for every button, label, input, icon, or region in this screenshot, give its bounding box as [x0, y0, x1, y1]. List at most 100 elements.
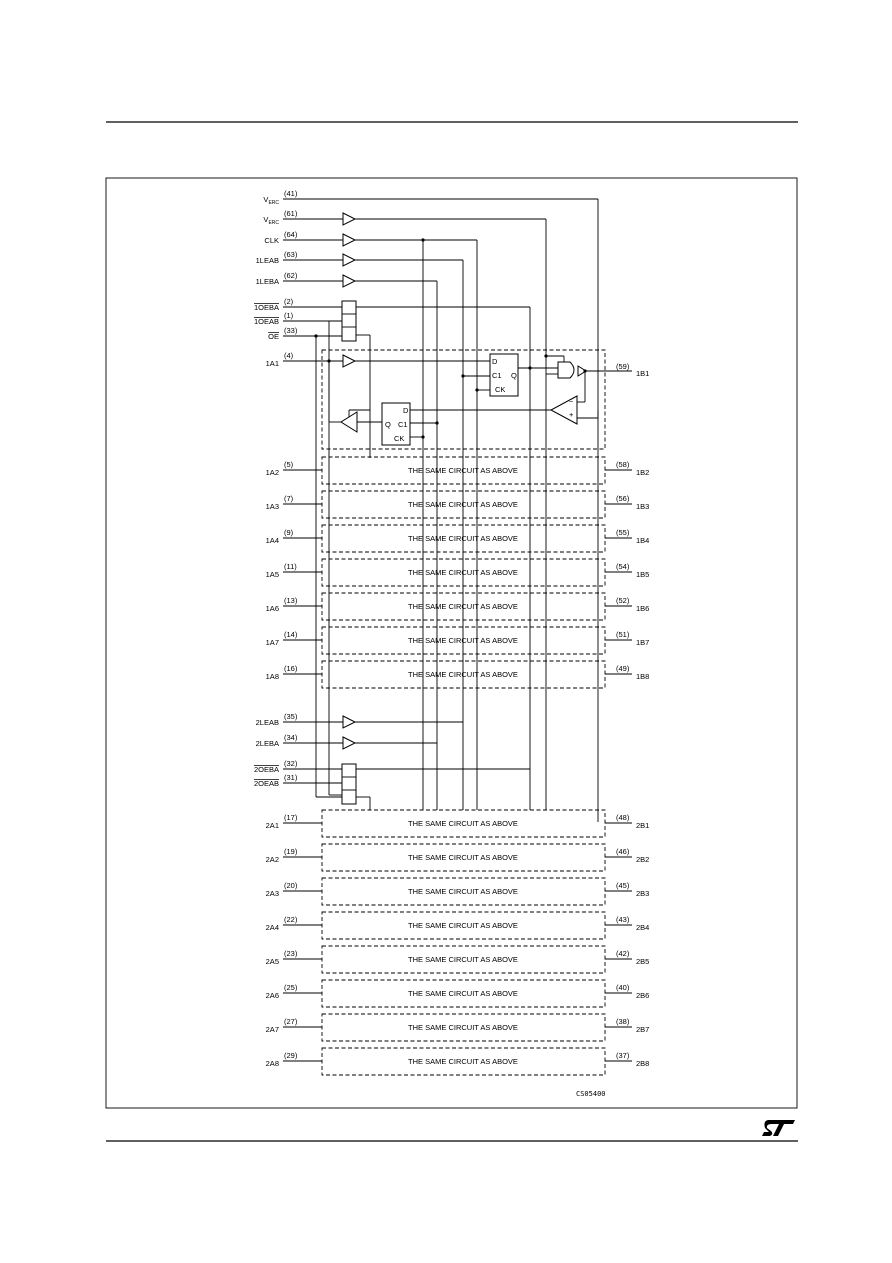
control-pin: (64)	[284, 230, 298, 239]
figure-code: CS05400	[576, 1090, 606, 1098]
same-circuit-text: THE SAME CIRCUIT AS ABOVE	[408, 989, 518, 998]
b-port-label: 1B6	[636, 604, 649, 613]
junction-dot	[528, 366, 532, 370]
latch-pin-q: Q	[511, 371, 517, 380]
junction-dot	[461, 374, 465, 378]
repeated-circuit-box	[321, 558, 606, 587]
buffer-plus: +	[569, 410, 574, 419]
repeated-circuit-box	[321, 1013, 606, 1042]
b-port-pin: (38)	[616, 1017, 630, 1026]
a-input-buffer	[342, 354, 357, 368]
control-pin: (31)	[284, 773, 298, 782]
b-port-pin: (40)	[616, 983, 630, 992]
control-label: VERC	[263, 215, 279, 226]
same-circuit-text: THE SAME CIRCUIT AS ABOVE	[408, 1023, 518, 1032]
b-port-label: 1B7	[636, 638, 649, 647]
control-label: CLK	[264, 236, 279, 245]
repeated-circuit-box	[321, 809, 606, 838]
latch-pin-q: Q	[385, 420, 391, 429]
same-circuit-text: THE SAME CIRCUIT AS ABOVE	[408, 500, 518, 509]
junction-dot	[327, 359, 331, 363]
latch-pin-ck: CK	[495, 385, 505, 394]
b-port-pin: (52)	[616, 596, 630, 605]
oe-logic-block	[341, 300, 357, 342]
control-buffer	[342, 212, 357, 226]
junction-dot	[544, 354, 548, 358]
b-input-buffer	[549, 395, 578, 425]
same-circuit-text: THE SAME CIRCUIT AS ABOVE	[408, 636, 518, 645]
output-mux-gate	[557, 361, 575, 379]
b-port-pin: (45)	[616, 881, 630, 890]
figure-frame	[105, 177, 798, 1109]
main-circuit-box	[321, 349, 606, 450]
control-label: 2LEAB	[256, 718, 279, 727]
a-port-label: 2A6	[266, 991, 279, 1000]
junction-dot	[421, 435, 425, 439]
latch-pin-d: D	[403, 406, 409, 415]
control-buffer	[342, 715, 357, 729]
control-buffer	[342, 274, 357, 288]
b-port-label: 1B8	[636, 672, 649, 681]
control-pin: (35)	[284, 712, 298, 721]
a-port-pin: (23)	[284, 949, 298, 958]
control-label: 1OEBA	[254, 303, 279, 312]
a-port-pin: (5)	[284, 460, 294, 469]
a-port-label: 2A5	[266, 957, 279, 966]
repeated-circuit-box	[321, 626, 606, 655]
same-circuit-text: THE SAME CIRCUIT AS ABOVE	[408, 921, 518, 930]
same-circuit-text: THE SAME CIRCUIT AS ABOVE	[408, 853, 518, 862]
b-port-label: 2B2	[636, 855, 649, 864]
same-circuit-text: THE SAME CIRCUIT AS ABOVE	[408, 466, 518, 475]
a-port-label: 1A5	[266, 570, 279, 579]
a-port-label: 2A8	[266, 1059, 279, 1068]
control-buffer	[342, 736, 357, 750]
a-port-pin: (11)	[284, 562, 297, 571]
b-port-pin: (54)	[616, 562, 630, 571]
b-port-label: 2B7	[636, 1025, 649, 1034]
junction-dot	[475, 388, 479, 392]
a-port-label: 2A2	[266, 855, 279, 864]
a-port-pin: (19)	[284, 847, 298, 856]
a-port-pin: (4)	[284, 351, 294, 360]
b-port-label: 1B5	[636, 570, 649, 579]
b-port-pin: (43)	[616, 915, 630, 924]
same-circuit-text: THE SAME CIRCUIT AS ABOVE	[408, 1057, 518, 1066]
latch-pin-c1: C1	[398, 420, 408, 429]
repeated-circuit-box	[321, 456, 606, 485]
a-port-pin: (16)	[284, 664, 298, 673]
b-port-pin: (56)	[616, 494, 630, 503]
same-circuit-text: THE SAME CIRCUIT AS ABOVE	[408, 568, 518, 577]
control-buffer	[342, 233, 357, 247]
b-port-pin: (49)	[616, 664, 630, 673]
b-port-label: 2B3	[636, 889, 649, 898]
b-port-label: 2B6	[636, 991, 649, 1000]
a-port-label: 1A7	[266, 638, 279, 647]
control-pin: (63)	[284, 250, 298, 259]
latch-pin-c1: C1	[492, 371, 502, 380]
a-port-pin: (25)	[284, 983, 298, 992]
control-pin: (32)	[284, 759, 298, 768]
control-buffer	[342, 253, 357, 267]
b-port-pin: (42)	[616, 949, 630, 958]
a-port-label: 2A7	[266, 1025, 279, 1034]
control-label: 1LEBA	[256, 277, 279, 286]
a-port-pin: (20)	[284, 881, 298, 890]
latch-pin-d: D	[492, 357, 498, 366]
a-port-pin: (9)	[284, 528, 294, 537]
control-pin: (2)	[284, 297, 294, 306]
b-port-label: 1B3	[636, 502, 649, 511]
control-label: VERC	[263, 195, 279, 206]
same-circuit-text: THE SAME CIRCUIT AS ABOVE	[408, 955, 518, 964]
a-port-label: 2A1	[266, 821, 279, 830]
control-label: 1LEAB	[256, 256, 279, 265]
a-port-label: 2A3	[266, 889, 279, 898]
b-port-label: 2B8	[636, 1059, 649, 1068]
a-port-label: 1A6	[266, 604, 279, 613]
control-pin: (1)	[284, 311, 294, 320]
control-label: 1OEAB	[254, 317, 279, 326]
repeated-circuit-box	[321, 911, 606, 940]
a-port-pin: (17)	[284, 813, 298, 822]
repeated-circuits: 1A2(5)THE SAME CIRCUIT AS ABOVE(58)1B21A…	[266, 456, 649, 1076]
